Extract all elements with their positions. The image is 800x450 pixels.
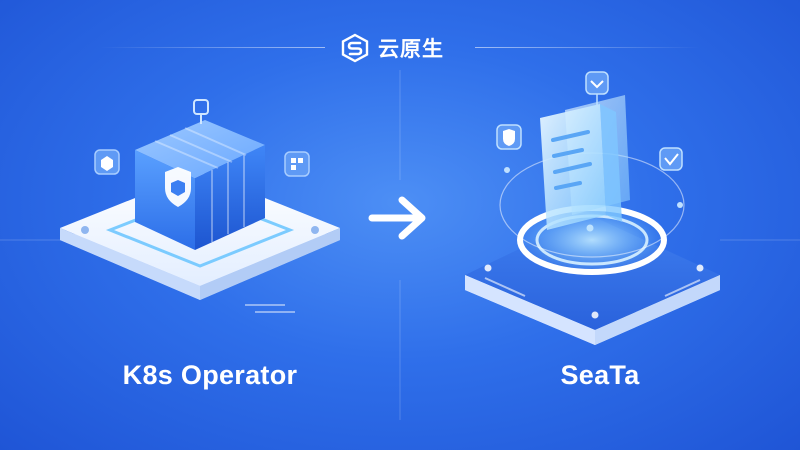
floating-shield-badge <box>496 124 522 150</box>
arrow-right-icon <box>368 196 426 240</box>
left-item-label: K8s Operator <box>122 360 298 390</box>
sparkle-dot <box>677 202 683 208</box>
shipping-container-icon <box>135 99 265 250</box>
floating-check-badge <box>659 147 683 171</box>
floating-download-badge <box>585 71 609 108</box>
header-divider-right <box>475 47 700 48</box>
floating-badge-left <box>94 149 120 175</box>
brand: 云原生 <box>340 33 444 63</box>
sparkle-dot <box>504 167 510 173</box>
header-divider-left <box>100 47 325 48</box>
floating-badge-right <box>284 151 310 177</box>
right-item-label: SeaTa <box>560 360 640 390</box>
document-stack-icon <box>540 95 630 230</box>
hexagon-s-logo-icon <box>341 33 369 63</box>
header: 云原生 <box>0 30 800 66</box>
brand-title: 云原生 <box>378 37 444 61</box>
